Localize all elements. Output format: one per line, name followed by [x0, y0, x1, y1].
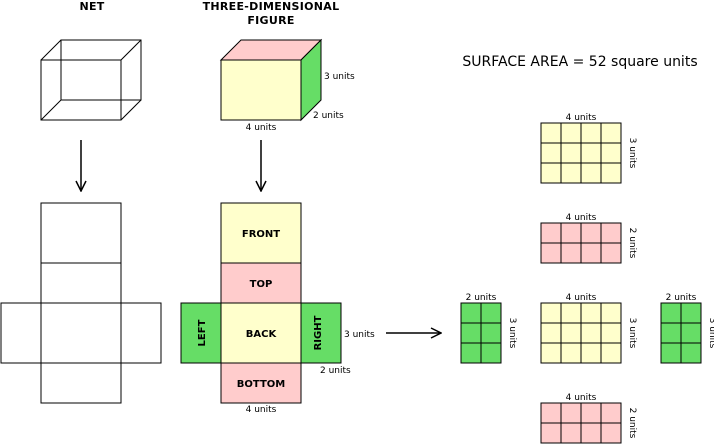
- face-top-grid: 4 units 2 units: [540, 213, 637, 264]
- face-front-width-label: 4 units: [566, 113, 597, 123]
- face-right-width-label: 2 units: [666, 293, 697, 303]
- face-left-grid: 2 units 3 units: [460, 293, 517, 364]
- face-left-width-label: 2 units: [466, 293, 497, 303]
- separated-faces: 4 units 3 units 4 units 2 units 4 units 3 uni…: [460, 113, 714, 444]
- face-right-grid: 2 units 3 units: [660, 293, 714, 364]
- net-width-label: 4 units: [246, 405, 277, 415]
- face-back-grid: 4 units 3 units: [540, 293, 637, 364]
- colored-net: [180, 202, 342, 404]
- figure-heading-line2: FIGURE: [247, 14, 294, 27]
- face-front-grid: 4 units 3 units: [540, 113, 637, 184]
- blank-net: [0, 202, 162, 404]
- face-bottom-side-label: 2 units: [627, 408, 637, 439]
- net-back-label: BACK: [246, 329, 278, 340]
- net-front-label: FRONT: [242, 229, 280, 240]
- face-top-side-label: 2 units: [627, 228, 637, 259]
- prism-depth-label: 2 units: [313, 111, 344, 121]
- net-bottom-face: [220, 362, 302, 404]
- face-back-width-label: 4 units: [566, 293, 597, 303]
- face-left-side-label: 3 units: [507, 318, 517, 349]
- prism-height-label: 3 units: [324, 72, 355, 82]
- net-front-face: [220, 202, 302, 264]
- net-heading: NET: [79, 0, 104, 13]
- net-right-label: RIGHT: [313, 315, 324, 350]
- wireframe-prism: [40, 39, 142, 121]
- figure-heading-line1: THREE-DIMENSIONAL: [203, 0, 340, 13]
- face-bottom-grid: 4 units 2 units: [540, 393, 637, 444]
- face-top-width-label: 4 units: [566, 213, 597, 223]
- net-left-face: [180, 302, 222, 364]
- net-left-label: LEFT: [197, 319, 208, 346]
- net-top-label: TOP: [250, 279, 273, 290]
- net-right-face: [300, 302, 342, 364]
- prism-width-label: 4 units: [246, 123, 277, 133]
- face-back-side-label: 3 units: [627, 318, 637, 349]
- prism-front-face: [220, 59, 302, 121]
- face-right-side-label: 3 units: [707, 318, 714, 349]
- net-bottom-label: BOTTOM: [237, 379, 285, 390]
- face-bottom-width-label: 4 units: [566, 393, 597, 403]
- net-height-label: 3 units: [344, 330, 375, 340]
- net-depth-label: 2 units: [320, 366, 351, 376]
- face-front-side-label: 3 units: [627, 138, 637, 169]
- colored-prism: [219, 38, 323, 122]
- surface-area-text: SURFACE AREA = 52 square units: [462, 54, 697, 70]
- net-top-face: [220, 262, 302, 304]
